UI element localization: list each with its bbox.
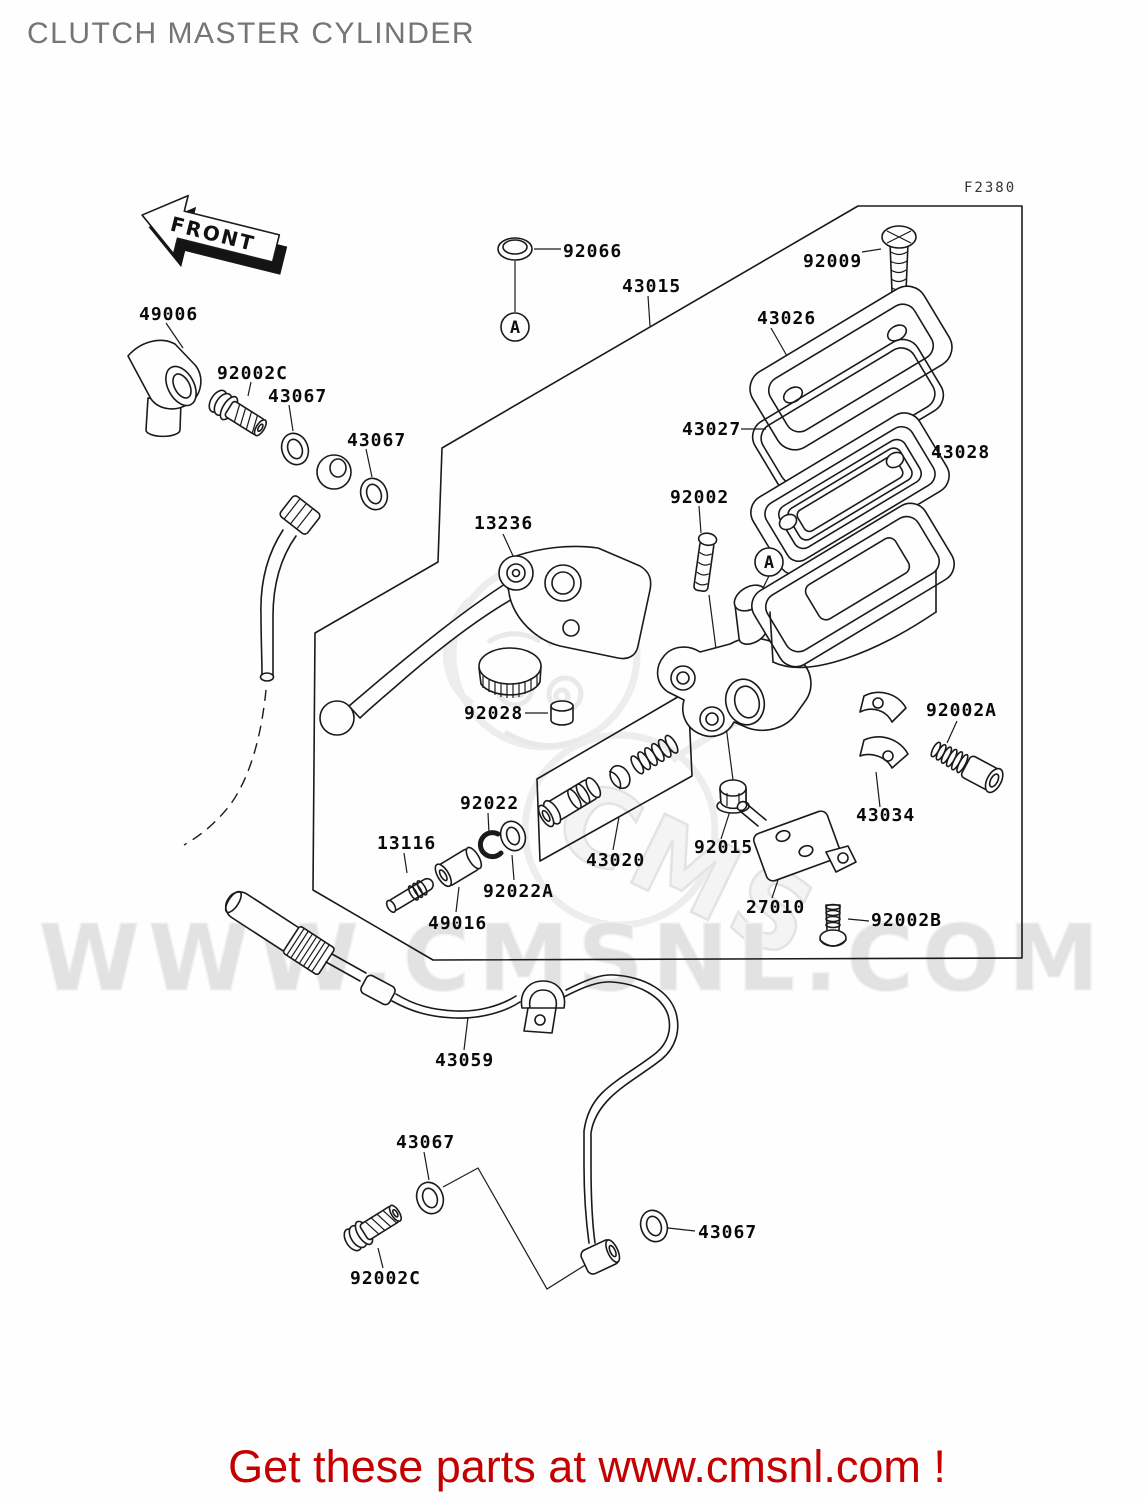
bushing-92028-graphic <box>550 700 574 726</box>
screw-92009-graphic <box>881 225 917 298</box>
push-rod-13116-graphic <box>385 877 434 913</box>
part-label-92066: 92066 <box>563 241 622 262</box>
part-label-43059: 43059 <box>435 1050 494 1071</box>
front-direction-arrow: FRONT <box>141 194 288 275</box>
part-label-49016: 49016 <box>428 913 487 934</box>
part-label-13116: 13116 <box>377 833 436 854</box>
part-label-92002b: 92002B <box>871 910 942 931</box>
part-label-92028: 92028 <box>464 703 523 724</box>
boot-49006-graphic <box>127 339 202 438</box>
part-label-43027: 43027 <box>682 419 741 440</box>
part-label-92002a: 92002A <box>926 700 997 721</box>
part-label-92009: 92009 <box>803 251 862 272</box>
part-label-43020: 43020 <box>586 850 645 871</box>
part-label-92002c-top: 92002C <box>217 363 288 384</box>
cap-plug-92066-graphic <box>497 237 533 261</box>
detail-marker-a-top-letter: A <box>510 318 520 338</box>
part-label-43028: 43028 <box>931 442 990 463</box>
part-label-43026: 43026 <box>757 308 816 329</box>
part-label-92015: 92015 <box>694 837 753 858</box>
piston-kit-box <box>536 690 693 862</box>
piston-stop-49016-graphic <box>434 846 483 888</box>
screw-92002b-graphic <box>819 903 847 947</box>
part-label-43067-2: 43067 <box>347 430 406 451</box>
master-cylinder-body-43015-graphic <box>656 502 955 738</box>
part-label-43034: 43034 <box>856 805 915 826</box>
part-label-92002c-bottom: 92002C <box>350 1268 421 1289</box>
footer-cmsnl-link[interactable]: Get these parts at www.cmsnl.com ! <box>228 1441 946 1492</box>
part-label-43067-1: 43067 <box>268 386 327 407</box>
banjo-bolt-92002c-bottom-graphic <box>343 1204 403 1252</box>
washer-43067-3-graphic <box>415 1181 445 1215</box>
circlip-92022-graphic <box>477 830 504 860</box>
washer-92022a-graphic <box>499 820 527 852</box>
washer-43067-1-graphic <box>280 432 310 466</box>
assembly-outline-box <box>312 205 1023 961</box>
part-number-labels: 92066 43015 92009 43026 43027 43028 9200… <box>139 241 997 1289</box>
part-label-92022: 92022 <box>460 793 519 814</box>
pivot-screw-92002-graphic <box>693 532 718 593</box>
washer-43067-4-graphic <box>639 1209 669 1243</box>
part-label-49006: 49006 <box>139 304 198 325</box>
clutch-pipe-43059-graphic <box>224 890 679 1275</box>
banjo-bolt-92002c-top-graphic <box>208 389 268 437</box>
clutch-switch-27010-graphic <box>736 800 857 882</box>
clamp-43034-graphic <box>859 691 909 769</box>
washer-43067-2-graphic <box>359 477 389 511</box>
clutch-lever-13236-graphic <box>319 545 652 736</box>
detail-marker-a-top: A <box>500 312 530 342</box>
piston-kit-43020-graphic <box>537 734 679 828</box>
part-label-43067-4: 43067 <box>698 1222 757 1243</box>
clutch-hose-upper-graphic <box>183 454 352 846</box>
detail-marker-a-body: A <box>754 547 784 577</box>
clamp-bolt-92002a-graphic <box>930 741 1004 794</box>
diaphragm-43028-graphic <box>750 412 950 576</box>
part-label-13236: 13236 <box>474 513 533 534</box>
page-title: CLUTCH MASTER CYLINDER <box>27 17 475 50</box>
part-label-43067-3: 43067 <box>396 1132 455 1153</box>
front-arrow-body <box>141 194 281 263</box>
figure-code: F2380 <box>964 180 1016 196</box>
detail-marker-a-body-letter: A <box>764 553 774 573</box>
part-label-92002: 92002 <box>670 487 729 508</box>
part-label-92022a: 92022A <box>483 881 554 902</box>
part-label-27010: 27010 <box>746 897 805 918</box>
part-label-43015: 43015 <box>622 276 681 297</box>
